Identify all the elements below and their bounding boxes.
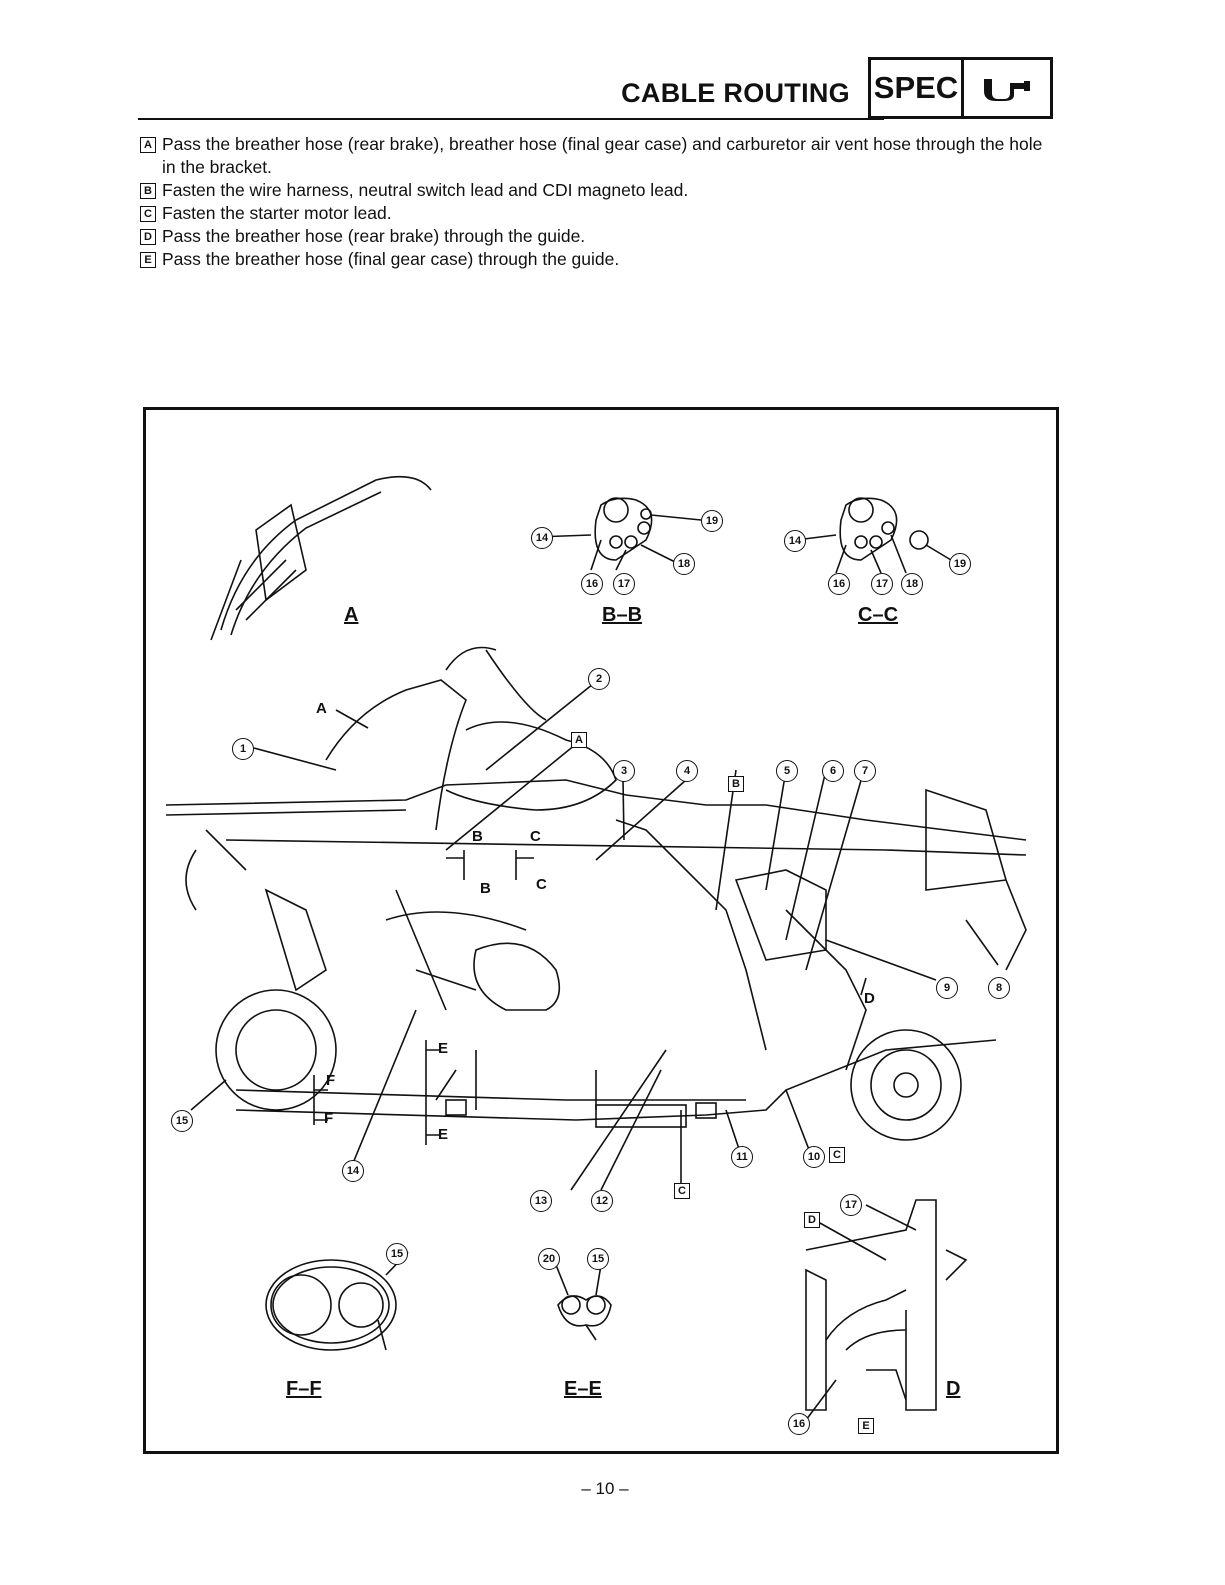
callout-cc-17: 17 bbox=[871, 573, 893, 595]
ref-box-a: A bbox=[571, 732, 587, 748]
callout-cc-14: 14 bbox=[784, 530, 806, 552]
page-title: CABLE ROUTING bbox=[621, 78, 850, 108]
caption-view-a: A bbox=[344, 604, 359, 626]
callout-d-16: 16 bbox=[788, 1413, 810, 1435]
wrench-icon bbox=[984, 79, 1030, 101]
note-d: D Pass the breather hose (rear brake) thr… bbox=[140, 225, 1060, 248]
section-mark-f: F bbox=[326, 1072, 336, 1089]
note-key: D bbox=[140, 229, 156, 245]
view-ff-drawing bbox=[265, 1251, 409, 1351]
callout-4: 4 bbox=[676, 760, 698, 782]
callout-cc-19: 19 bbox=[949, 553, 971, 575]
callout-10: 10 bbox=[803, 1146, 825, 1168]
spec-tab: SPEC bbox=[868, 57, 964, 119]
callout-cc-16: 16 bbox=[828, 573, 850, 595]
section-mark-c: C bbox=[530, 828, 541, 845]
callout-bb-14: 14 bbox=[531, 527, 553, 549]
section-mark-f: F bbox=[324, 1110, 334, 1127]
main-vehicle-drawing bbox=[165, 646, 1027, 1141]
callout-5: 5 bbox=[776, 760, 798, 782]
leader-lines bbox=[190, 679, 999, 1191]
callout-12: 12 bbox=[591, 1190, 613, 1212]
routing-notes: A Pass the breather hose (rear brake), br… bbox=[140, 133, 1060, 271]
callout-11: 11 bbox=[731, 1146, 753, 1168]
note-text: Fasten the wire harness, neutral switch … bbox=[162, 180, 689, 200]
ref-box-b: B bbox=[728, 776, 744, 792]
page-number: – 10 – bbox=[581, 1479, 629, 1498]
section-mark-e: E bbox=[438, 1126, 449, 1143]
note-key: E bbox=[140, 252, 156, 268]
caption-view-ff: F–F bbox=[286, 1378, 322, 1400]
callout-7: 7 bbox=[854, 760, 876, 782]
ref-box-c: C bbox=[674, 1183, 690, 1199]
ref-box-e: E bbox=[858, 1418, 874, 1434]
ref-box-c: C bbox=[829, 1147, 845, 1163]
callout-bb-16: 16 bbox=[581, 573, 603, 595]
view-cc-drawing bbox=[795, 497, 952, 574]
caption-view-cc: C–C bbox=[858, 604, 899, 626]
note-key: A bbox=[140, 137, 156, 153]
wrench-icon-box bbox=[961, 57, 1053, 119]
callout-d-17: 17 bbox=[840, 1194, 862, 1216]
view-d-drawing bbox=[805, 1199, 968, 1421]
note-key: C bbox=[140, 206, 156, 222]
cable-routing-figure: A B–B C–C F–F E–E D A B B C C D E E F F … bbox=[143, 407, 1059, 1454]
caption-view-ee: E–E bbox=[564, 1378, 602, 1400]
callout-6: 6 bbox=[822, 760, 844, 782]
section-mark-a: A bbox=[316, 700, 327, 717]
callout-15: 15 bbox=[171, 1110, 193, 1132]
note-b: B Fasten the wire harness, neutral switch… bbox=[140, 179, 1060, 202]
callout-ff-15: 15 bbox=[386, 1243, 408, 1265]
section-mark-c: C bbox=[536, 876, 547, 893]
section-mark-b: B bbox=[472, 828, 483, 845]
section-cut-marks bbox=[313, 850, 867, 1145]
section-mark-e: E bbox=[438, 1040, 449, 1057]
header-rule bbox=[138, 118, 884, 120]
view-a-drawing bbox=[210, 475, 432, 641]
note-key: B bbox=[140, 183, 156, 199]
callout-14: 14 bbox=[342, 1160, 364, 1182]
callout-bb-17: 17 bbox=[613, 573, 635, 595]
note-text: Pass the breather hose (final gear case)… bbox=[162, 249, 620, 269]
caption-view-d: D bbox=[946, 1378, 961, 1400]
note-text: Pass the breather hose (rear brake), bre… bbox=[162, 134, 1043, 177]
callout-ee-20: 20 bbox=[538, 1248, 560, 1270]
callout-1: 1 bbox=[232, 738, 254, 760]
callout-3: 3 bbox=[613, 760, 635, 782]
routing-drawing bbox=[165, 475, 1027, 1421]
callout-bb-18: 18 bbox=[673, 553, 695, 575]
callout-9: 9 bbox=[936, 977, 958, 999]
view-ee-drawing bbox=[555, 1264, 612, 1341]
callout-bb-19: 19 bbox=[701, 510, 723, 532]
callout-8: 8 bbox=[988, 977, 1010, 999]
note-c: C Fasten the starter motor lead. bbox=[140, 202, 1060, 225]
caption-view-bb: B–B bbox=[602, 604, 643, 626]
callout-2: 2 bbox=[588, 668, 610, 690]
ref-box-d: D bbox=[804, 1212, 820, 1228]
section-mark-d: D bbox=[864, 990, 875, 1007]
note-e: E Pass the breather hose (final gear case… bbox=[140, 248, 1060, 271]
callout-13: 13 bbox=[530, 1190, 552, 1212]
note-a: A Pass the breather hose (rear brake), br… bbox=[140, 133, 1060, 179]
callout-ee-15: 15 bbox=[587, 1248, 609, 1270]
note-text: Pass the breather hose (rear brake) thro… bbox=[162, 226, 586, 246]
section-mark-b: B bbox=[480, 880, 491, 897]
note-text: Fasten the starter motor lead. bbox=[162, 203, 392, 223]
callout-cc-18: 18 bbox=[901, 573, 923, 595]
view-bb-drawing bbox=[535, 497, 702, 571]
